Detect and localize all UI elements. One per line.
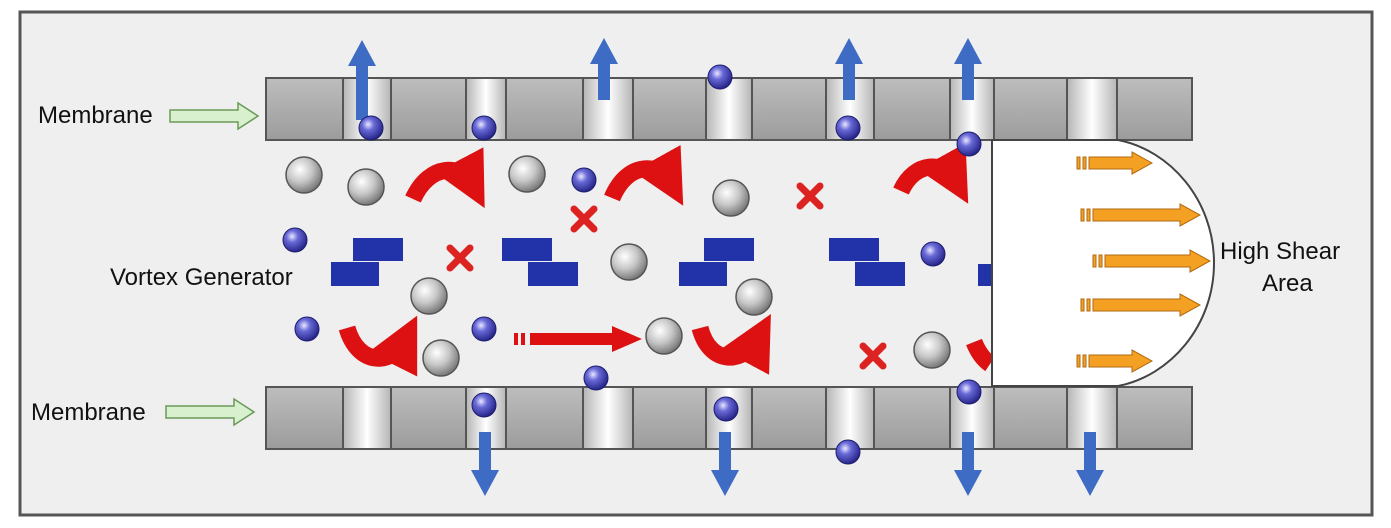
shear-arrow-icon <box>1080 293 1202 317</box>
sphere-icon <box>347 168 385 206</box>
arrow-up-icon <box>954 38 982 100</box>
sphere-icon <box>571 167 597 193</box>
sphere-icon <box>358 115 384 141</box>
sphere-icon <box>610 243 648 281</box>
straight-flow-arrow <box>514 326 642 352</box>
sphere-icon <box>294 316 320 342</box>
label-high-shear-line1: High Shear <box>1220 238 1340 265</box>
sphere-icon <box>282 227 308 253</box>
label-membrane-top: Membrane <box>38 102 153 129</box>
shear-arrow-icon <box>1080 203 1202 227</box>
sphere-icon <box>471 115 497 141</box>
sphere-icon <box>471 316 497 342</box>
arrow-down-icon <box>471 432 499 496</box>
vortex-generator-block <box>679 238 754 286</box>
x-mark-icon <box>796 182 824 210</box>
large-particles <box>285 155 951 377</box>
sphere-icon <box>956 131 982 157</box>
vortex-arrows <box>338 143 996 377</box>
vortex-generator-block <box>331 238 403 286</box>
sphere-icon <box>920 241 946 267</box>
sphere-icon <box>707 64 733 90</box>
sphere-icon <box>471 392 497 418</box>
sphere-icon <box>508 155 546 193</box>
curved-arrow-icon <box>893 143 969 204</box>
sphere-icon <box>913 331 951 369</box>
arrow-right-icon <box>169 101 260 131</box>
sphere-icon <box>285 156 323 194</box>
sphere-icon <box>410 277 448 315</box>
sphere-icon <box>713 396 739 422</box>
sphere-icon <box>956 379 982 405</box>
label-membrane-bottom: Membrane <box>31 399 146 426</box>
arrow-up-icon <box>835 38 863 100</box>
arrow-down-icon <box>954 432 982 496</box>
curved-arrow-icon <box>604 145 684 206</box>
x-mark-icon <box>859 342 887 370</box>
x-mark-icon <box>570 205 598 233</box>
curved-arrow-icon <box>405 147 485 209</box>
sphere-icon <box>735 278 773 316</box>
vortex-generator-block <box>829 238 905 286</box>
sphere-icon <box>422 339 460 377</box>
curved-arrow-icon <box>966 338 996 372</box>
shear-arrow-icon <box>1092 249 1212 273</box>
sphere-icon <box>835 439 861 465</box>
arrow-up-icon <box>348 40 376 120</box>
shear-arrow-icon <box>1076 151 1154 175</box>
vortex-generators <box>331 238 992 286</box>
vortex-generator-block <box>978 264 992 286</box>
small-particles <box>282 64 982 465</box>
arrow-down-icon <box>1076 432 1104 496</box>
permeate-arrows-down <box>471 432 1104 496</box>
sphere-icon <box>712 179 750 217</box>
sphere-icon <box>645 317 683 355</box>
label-vortex-generator: Vortex Generator <box>110 264 293 291</box>
arrow-right-icon <box>165 397 256 427</box>
membrane-top <box>265 77 1193 141</box>
sphere-icon <box>583 365 609 391</box>
sphere-icon <box>835 115 861 141</box>
arrow-down-icon <box>711 432 739 496</box>
arrow-up-icon <box>590 38 618 100</box>
label-high-shear-line2: Area <box>1262 270 1313 297</box>
permeate-arrows-up <box>348 38 982 120</box>
vortex-generator-block <box>502 238 578 286</box>
membrane-pointers <box>165 101 260 427</box>
x-mark-icon <box>446 244 474 272</box>
shear-arrow-icon <box>1076 349 1154 373</box>
high-shear-area <box>991 139 1216 387</box>
curved-arrow-icon <box>691 314 771 375</box>
foulant-marks <box>446 182 887 370</box>
curved-arrow-icon <box>338 315 418 377</box>
